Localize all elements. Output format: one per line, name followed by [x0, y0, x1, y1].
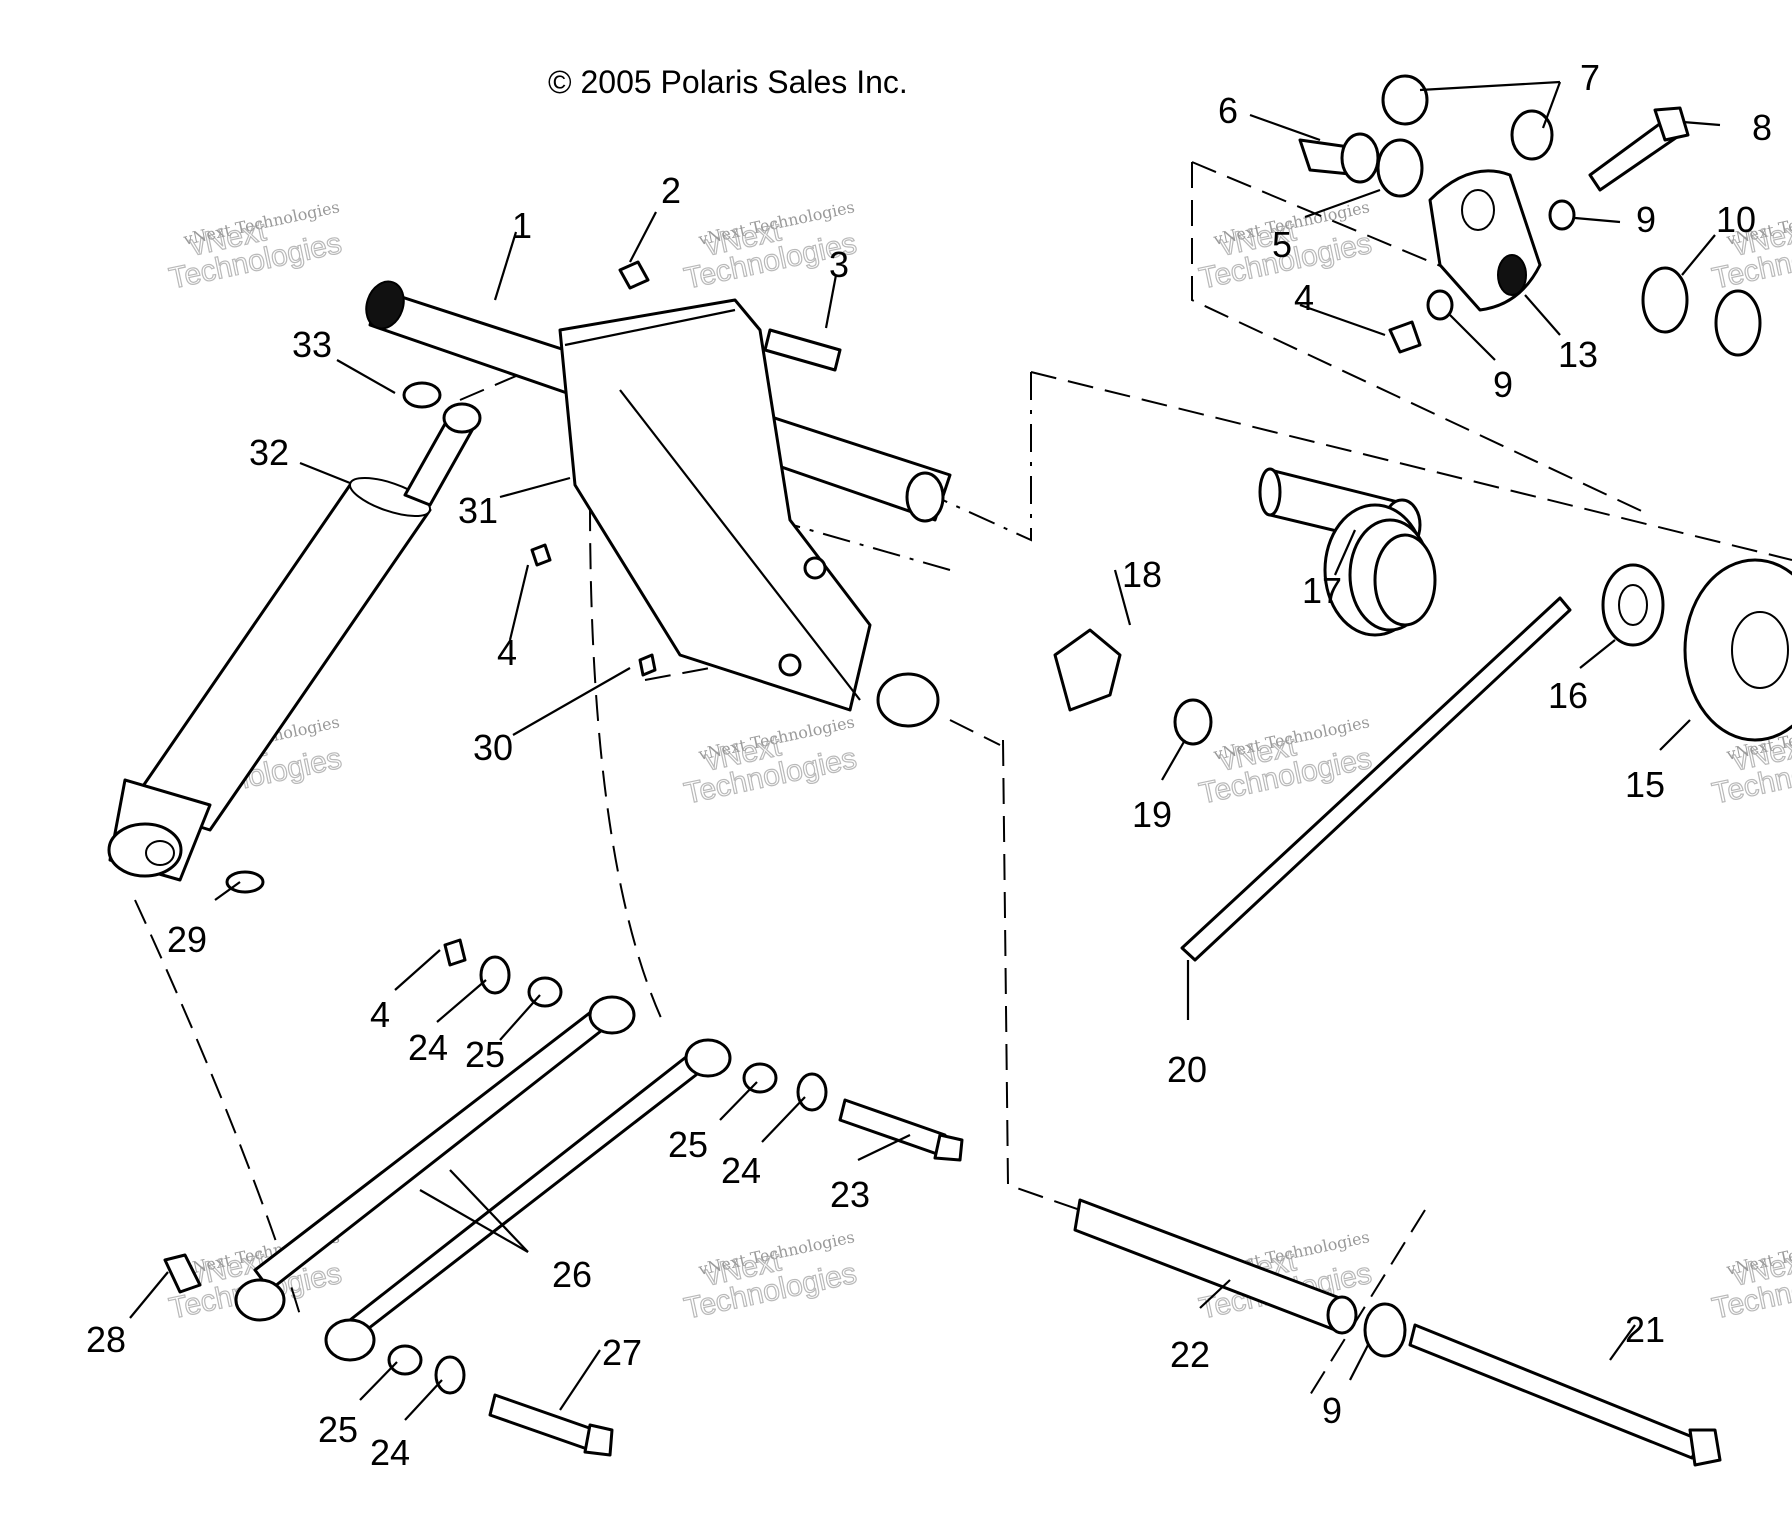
- callout-label: 22: [1170, 1334, 1210, 1375]
- callout-label: 5: [1272, 224, 1292, 265]
- callout-label: 17: [1302, 570, 1342, 611]
- callout-label: 20: [1167, 1049, 1207, 1090]
- callout-label: 25: [318, 1409, 358, 1450]
- callout-label: 4: [497, 632, 517, 673]
- callout-label: 15: [1625, 764, 1665, 805]
- callout-label: 4: [370, 994, 390, 1035]
- callout-label: 33: [292, 324, 332, 365]
- upper-right-hardware: [1298, 74, 1762, 357]
- callout-label: 4: [1294, 277, 1314, 318]
- callout-label: 31: [458, 490, 498, 531]
- callout-label: 10: [1716, 199, 1756, 240]
- torsion-spring-assembly: [1053, 467, 1792, 962]
- callout-label: 25: [465, 1034, 505, 1075]
- callout-label: 27: [602, 1332, 642, 1373]
- assembly-guide-lines: [134, 161, 1792, 1396]
- lower-links: [163, 260, 964, 1457]
- callout-label: 8: [1752, 107, 1772, 148]
- shock-absorber: [107, 402, 482, 882]
- callout-label: 19: [1132, 794, 1172, 835]
- front-shaft-assembly: [365, 280, 952, 728]
- copyright-text: © 2005 Polaris Sales Inc.: [548, 64, 908, 100]
- callout-label: 23: [830, 1174, 870, 1215]
- callout-label: 18: [1122, 554, 1162, 595]
- callout-label: 32: [249, 432, 289, 473]
- callout-label: 7: [1580, 57, 1600, 98]
- callout-label: 16: [1548, 675, 1588, 716]
- callout-label: 25: [668, 1124, 708, 1165]
- leader-lines: [129, 80, 1721, 1421]
- callout-label: 1: [512, 205, 532, 246]
- callout-label: 21: [1625, 1309, 1665, 1350]
- callout-label: 9: [1493, 364, 1513, 405]
- callout-label: 6: [1218, 90, 1238, 131]
- callout-label: 29: [167, 919, 207, 960]
- callout-label: 24: [370, 1432, 410, 1473]
- callout-label: 9: [1322, 1390, 1342, 1431]
- callout-label: 24: [721, 1150, 761, 1191]
- callout-label: 24: [408, 1027, 448, 1068]
- callout-label: 30: [473, 727, 513, 768]
- callout-label: 13: [1558, 334, 1598, 375]
- lower-right-shafts: [1073, 1198, 1722, 1467]
- callout-label: 28: [86, 1319, 126, 1360]
- callout-label: 2: [661, 170, 681, 211]
- callout-labels: 1 2 3 33 32 31 4 30 29 4 24 25 25 24 23 …: [86, 57, 1772, 1473]
- callout-label: 9: [1636, 199, 1656, 240]
- callout-label: 26: [552, 1254, 592, 1295]
- callout-label: 3: [829, 244, 849, 285]
